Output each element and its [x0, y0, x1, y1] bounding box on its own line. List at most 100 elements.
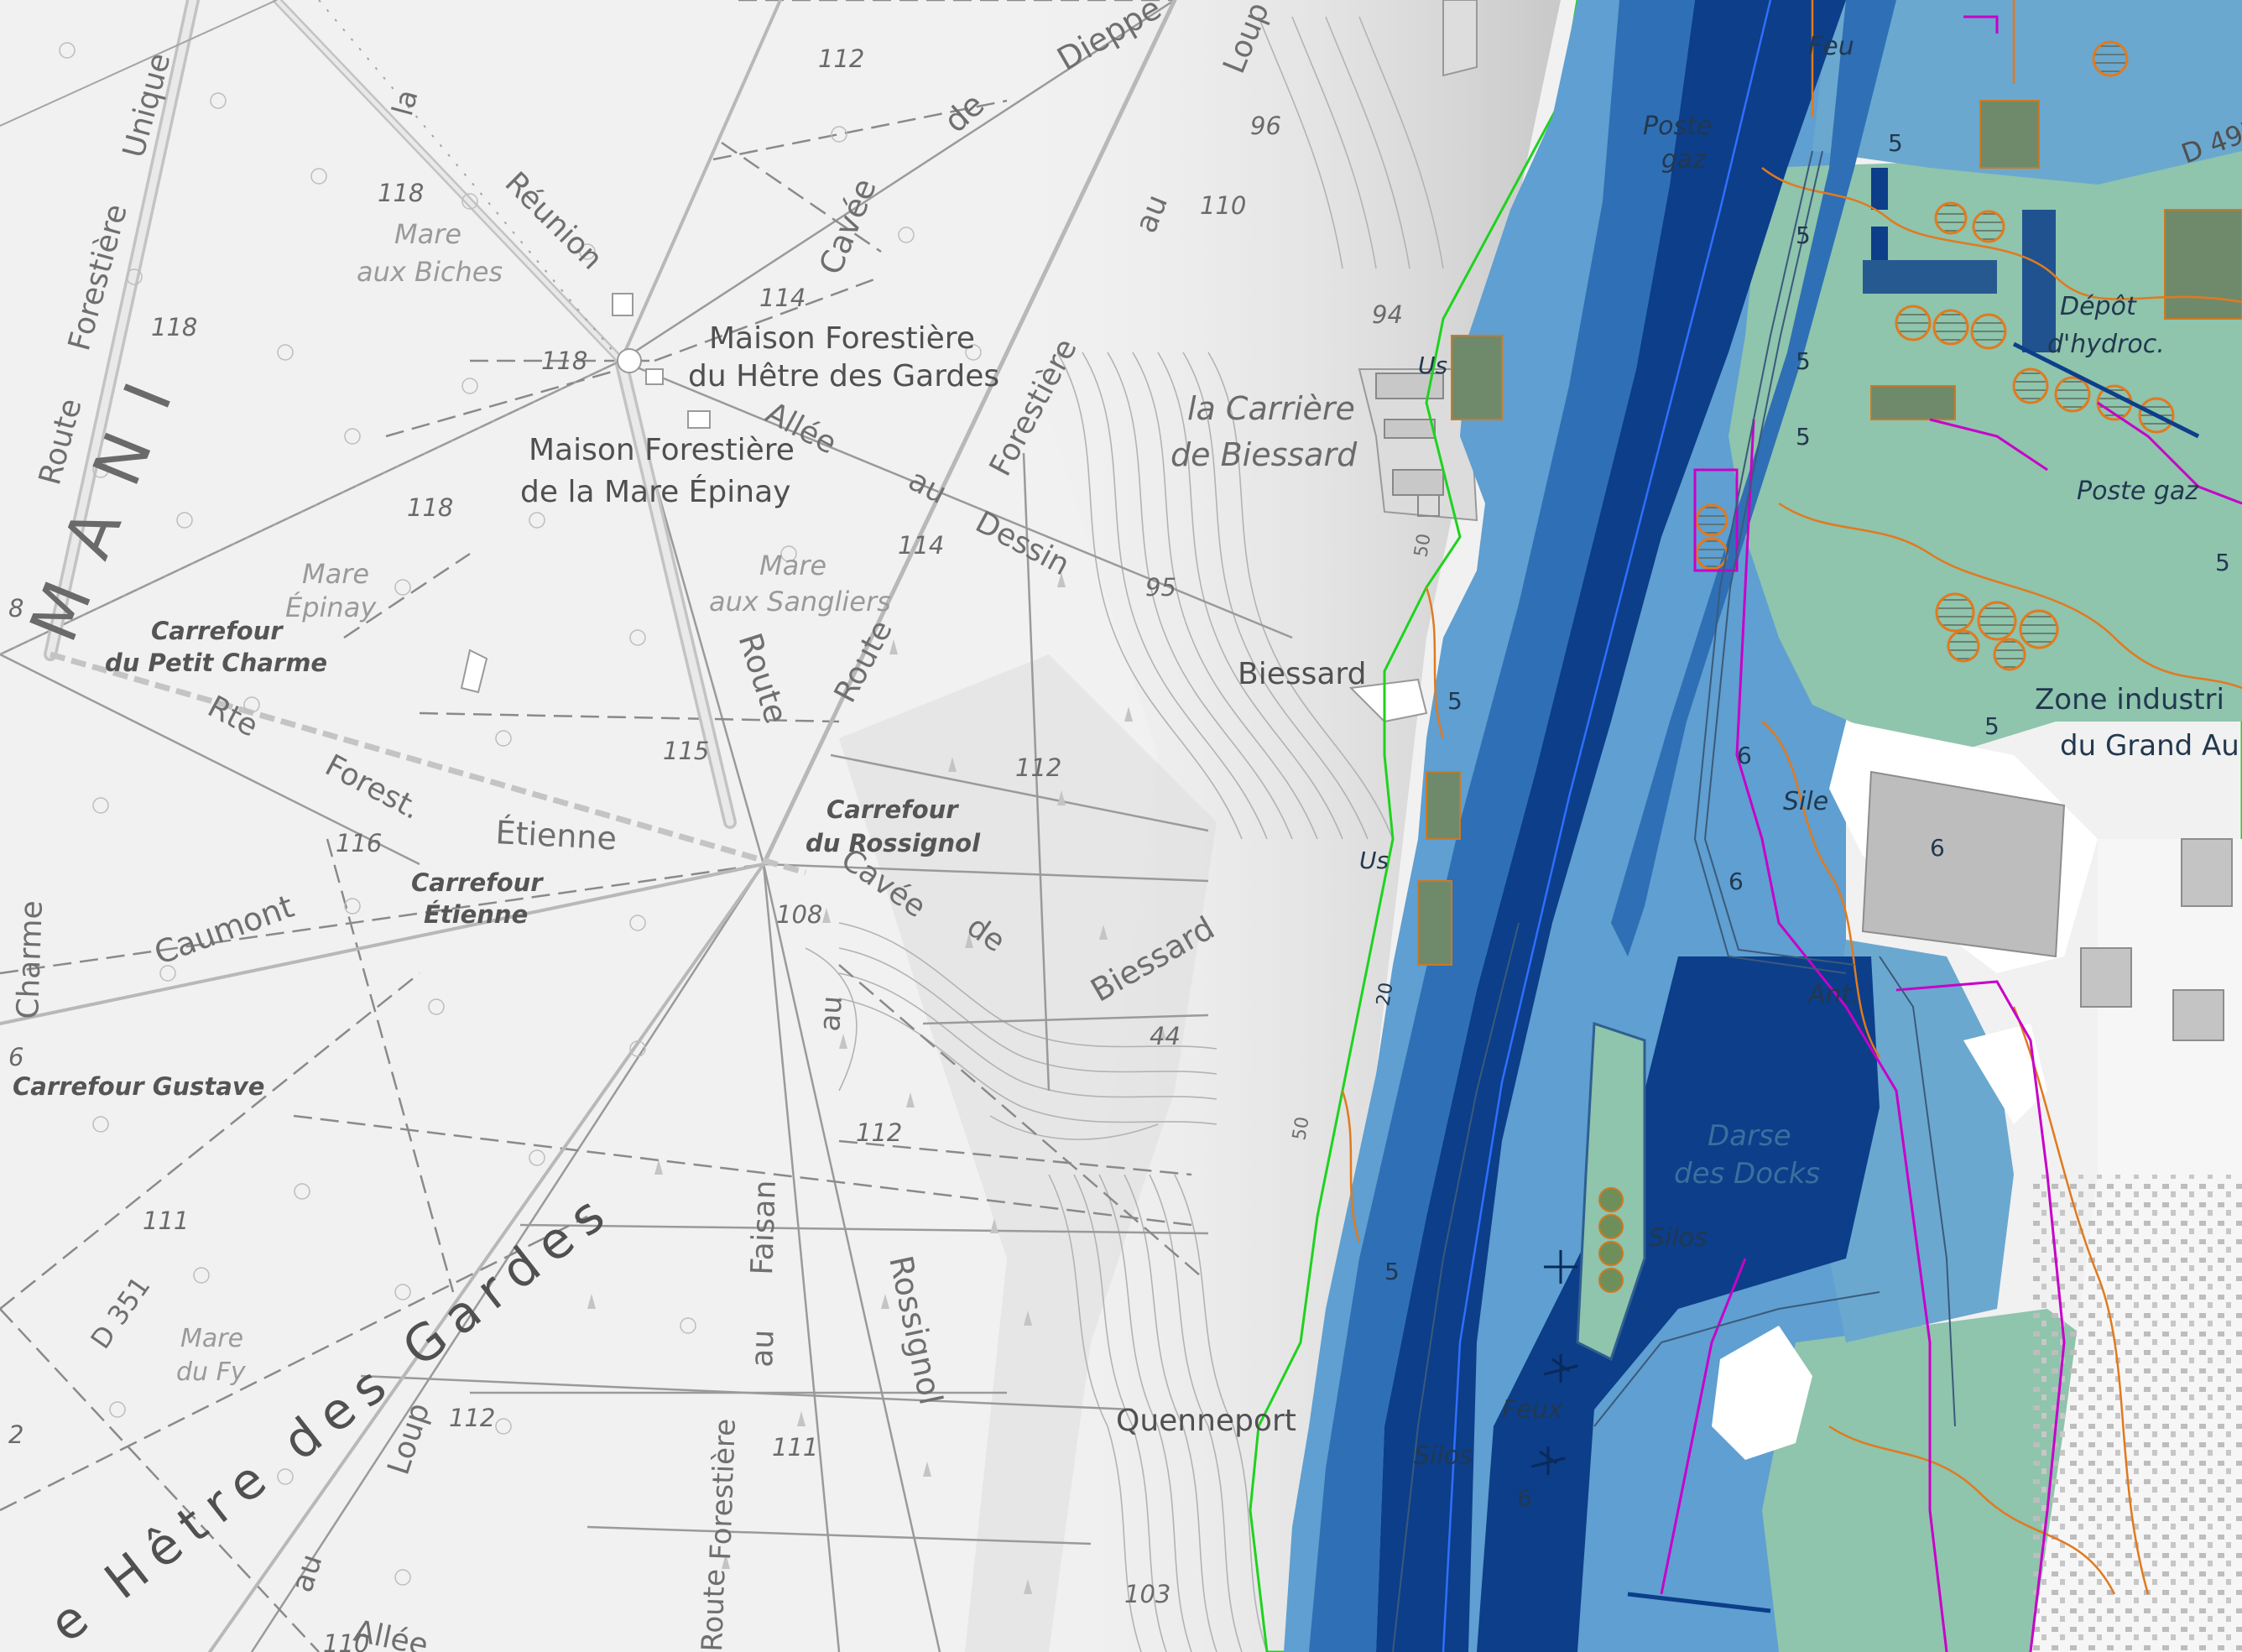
elev-110: 110 — [1200, 191, 1246, 220]
elev-112-c: 112 — [856, 1118, 902, 1147]
water-mare-fy-1: Mare — [180, 1324, 243, 1353]
tree-symbols — [587, 572, 1166, 1594]
road-label-au-3: au — [813, 995, 849, 1033]
elev-94: 94 — [1372, 300, 1403, 329]
label-depot-2: d'hydroc. — [2047, 330, 2165, 359]
depth-mark-14: 50 — [1289, 1115, 1313, 1142]
label-depot-1: Dépôt — [2060, 292, 2137, 321]
water-labels: Mare aux Biches Mare Épinay Mare aux San… — [176, 218, 1820, 1387]
road-label-route-4: Route — [696, 1568, 732, 1652]
elev-118-c: 118 — [541, 347, 587, 375]
label-silos-2: Silos — [1414, 1441, 1473, 1471]
road-label-etienne: Étienne — [495, 814, 618, 857]
water-mare-epinay-1: Mare — [302, 558, 369, 590]
elev-110-b: 110 — [323, 1629, 369, 1652]
forest-roads — [0, 0, 1177, 1652]
elev-111-b: 111 — [772, 1433, 818, 1462]
forest-symbols — [59, 42, 982, 1586]
elev-118-b: 118 — [151, 313, 197, 341]
place-carrefour-etienne-1: Carrefour — [411, 868, 544, 897]
label-us-1: Us — [1418, 352, 1447, 379]
depth-mark-11: 6 — [1930, 834, 1945, 862]
road-label-forestiere-3: Forestière — [704, 1418, 743, 1561]
water-darse-2: des Docks — [1674, 1157, 1820, 1191]
label-poste-gaz-1a: Poste — [1643, 112, 1712, 141]
place-la-carriere-1: la Carrière — [1187, 390, 1355, 427]
place-carrefour-etienne-2: Étienne — [424, 900, 528, 929]
elev-114-b: 114 — [898, 531, 944, 560]
elev-118-a: 118 — [378, 179, 424, 207]
label-feux: Feux — [1502, 1395, 1563, 1425]
label-feu: Feu — [1808, 32, 1854, 61]
label-poste-gaz-2: Poste gaz — [2077, 477, 2199, 506]
cross-trail — [0, 0, 806, 876]
depth-mark-7: 5 — [1384, 1258, 1400, 1285]
dark-blocks — [1863, 168, 2056, 352]
depth-mark-10: 5 — [1796, 221, 1811, 249]
elev-112-a: 112 — [818, 44, 864, 73]
elev-96: 96 — [1250, 112, 1281, 140]
elev-6: 6 — [8, 1043, 23, 1071]
water-mare-sangliers-2: aux Sangliers — [709, 586, 891, 618]
road-label-charme: Charme — [11, 900, 50, 1020]
contour-lines — [805, 16, 1444, 1652]
elev-112-b: 112 — [1015, 753, 1061, 782]
depth-mark-1: 5 — [1888, 129, 1903, 157]
elev-111-a: 111 — [143, 1206, 189, 1235]
place-quenneport: Quenneport — [1116, 1404, 1296, 1438]
elev-95: 95 — [1145, 573, 1176, 602]
label-silo-3: Sile — [1783, 787, 1828, 816]
elev-44: 44 — [1150, 1022, 1181, 1050]
elev-103: 103 — [1124, 1580, 1171, 1608]
water-mare-biches-2: aux Biches — [357, 256, 503, 288]
place-mf-hetre-1: Maison Forestière — [709, 321, 975, 356]
depth-mark-13: 50 — [1410, 532, 1435, 559]
dashed-tracks — [0, 0, 1201, 1652]
water-mare-epinay-2: Épinay — [285, 591, 377, 623]
label-zone-2: du Grand Aul — [2060, 729, 2242, 763]
depth-mark-12: 5 — [2215, 549, 2230, 576]
elev-8: 8 — [8, 594, 23, 623]
hillshade-valley — [839, 654, 1217, 1652]
water-mare-fy-2: du Fy — [176, 1358, 247, 1387]
place-mf-mare-2: de la Mare Épinay — [520, 474, 790, 509]
depth-mark-3: 5 — [1796, 423, 1811, 451]
elev-108: 108 — [776, 900, 822, 929]
depth-mark-6: 6 — [1517, 1484, 1532, 1512]
depth-mark-2: 5 — [1796, 347, 1811, 375]
label-us-2: Us — [1359, 847, 1389, 874]
place-mf-mare-1: Maison Forestière — [529, 433, 795, 467]
road-label-faisan: Faisan — [745, 1180, 783, 1275]
place-labels: Maison Forestière du Hêtre des Gardes Ma… — [13, 321, 1366, 1438]
place-carrefour-petit-charme-2: du Petit Charme — [105, 649, 327, 677]
water-mare-sangliers-1: Mare — [759, 550, 826, 581]
place-carrefour-rossignol-1: Carrefour — [826, 795, 959, 824]
depth-mark-8: 5 — [1984, 712, 2000, 740]
label-silos-1: Silos — [1649, 1223, 1708, 1253]
orange-contours — [1341, 0, 2242, 1595]
depth-mark-9: 6 — [1728, 868, 1744, 895]
elev-112-d: 112 — [449, 1404, 495, 1432]
elev-116: 116 — [336, 829, 382, 857]
navigation-marks — [1530, 1250, 1578, 1475]
depth-mark-15: 20 — [1373, 981, 1397, 1008]
rail-lines — [1392, 150, 1956, 1652]
water-darse-1: Darse — [1708, 1119, 1791, 1153]
label-poste-gaz-1b: gaz — [1661, 145, 1707, 175]
place-carrefour-rossignol-2: du Rossignol — [806, 829, 981, 857]
elevation-labels: 112 96 110 118 118 114 118 118 94 114 95… — [8, 44, 1403, 1652]
place-mf-hetre-2: du Hêtre des Gardes — [688, 359, 999, 393]
depth-mark-5: 6 — [1737, 742, 1752, 769]
label-zone-1: Zone industri — [2035, 683, 2224, 717]
place-la-carriere-2: de Biessard — [1171, 436, 1358, 473]
water-mare-biches-1: Mare — [394, 218, 461, 250]
forest-houses — [460, 293, 711, 694]
depth-mark-4: 5 — [1447, 687, 1463, 715]
label-ant: Ant. — [1807, 980, 1859, 1009]
road-label-au-4: au — [745, 1329, 781, 1368]
magenta-lines — [1660, 15, 2242, 1652]
flood-zone — [1249, 0, 2242, 1652]
industrial-labels: Feu Poste gaz Poste gaz Dépôt d'hydroc. … — [1289, 32, 2242, 1512]
